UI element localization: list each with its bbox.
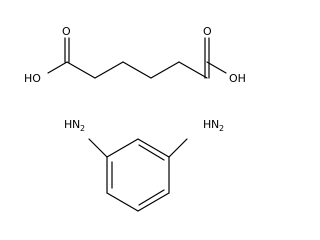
atom-nh2-left-subscript: 2 xyxy=(80,124,85,133)
atom-o-top-left: O xyxy=(62,25,71,38)
bond-c-n-right xyxy=(168,138,188,158)
atom-nh2-right-subscript: 2 xyxy=(219,124,224,133)
atom-oh-right: OH xyxy=(229,72,246,85)
ring-bond-1 xyxy=(137,138,170,158)
bond-c1-c2 xyxy=(66,61,96,79)
atom-nh2-left-h: H xyxy=(64,118,72,131)
ring-double-2 xyxy=(138,189,165,206)
ring-bond-6 xyxy=(106,138,139,158)
atom-nh2-right-n: N xyxy=(211,118,219,131)
atom-nh2-left-n: N xyxy=(72,118,80,131)
ring-bond-3 xyxy=(137,192,170,212)
structure-canvas: HO O O OH H N 2 H N 2 xyxy=(24,25,246,212)
bond-c3-c4 xyxy=(122,61,152,79)
ring-bond-4 xyxy=(106,192,139,212)
m-phenylenediamine: H N 2 H N 2 xyxy=(64,118,224,212)
atom-o-top-right: O xyxy=(203,25,212,38)
bond-left-c-oh xyxy=(47,61,68,74)
bond-c2-c3 xyxy=(94,61,124,79)
ring-double-1 xyxy=(138,144,165,161)
bond-c4-c5 xyxy=(150,61,180,79)
chemical-structures: HO O O OH H N 2 H N 2 xyxy=(24,25,246,212)
glutaric-acid: HO O O OH xyxy=(24,25,246,85)
bond-right-c-oh xyxy=(206,61,227,74)
bond-c-n-left xyxy=(88,138,108,158)
atom-nh2-right-h: H xyxy=(203,118,211,131)
bond-c5-c6 xyxy=(178,61,208,79)
atom-oh-left: HO xyxy=(24,72,41,85)
